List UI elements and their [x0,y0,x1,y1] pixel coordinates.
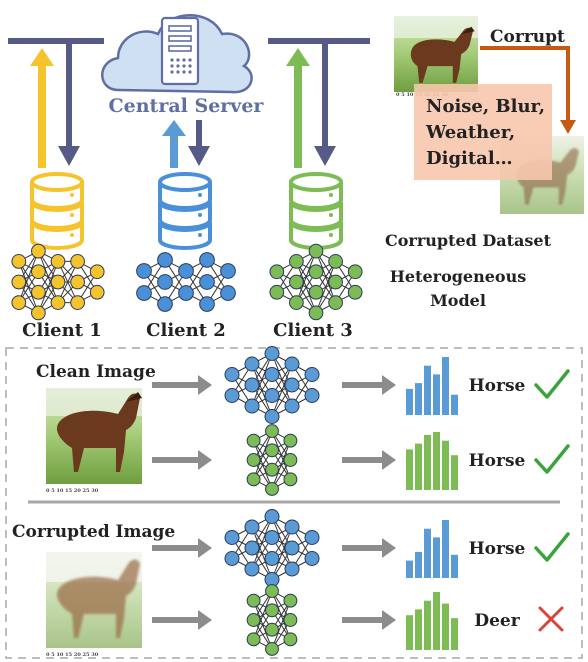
server-link-bar-right [268,38,370,44]
prediction-bar [451,455,458,490]
up-arrow-icon [286,48,310,66]
prediction-bar [415,383,422,415]
prediction-label: Horse [469,376,526,396]
horse-image-clean-small: 0 5 10 15 20 25 30 [394,16,478,98]
corrupt-label: Corrupt [490,27,565,47]
client-2-label: Client 2 [146,320,226,341]
up-arrow-icon [162,120,186,136]
heterogeneous-model-label: Heterogeneous [390,267,526,286]
prediction-bar [451,618,458,650]
corrupt-arrow [480,46,576,134]
corruption-type-line: Weather, [425,122,515,143]
client-2-database-icon [158,172,212,250]
prediction-bar [442,520,449,578]
prediction-bar [433,432,440,490]
prediction-bar [442,357,449,415]
client-1-database-icon [30,172,84,250]
evaluation-row: Horse [152,509,570,587]
prediction-bar [442,603,449,650]
evaluation-row: Horse [152,346,570,424]
check-icon [534,369,570,399]
prediction-bar [451,394,458,415]
client-1-arrows [30,44,80,168]
prediction-bars [406,357,458,415]
corruption-types-box: Noise, Blur, Weather, Digital… [414,84,552,180]
clean-horse-image: 0 5 10 15 20 25 30 [46,388,142,494]
prediction-bar [406,560,413,578]
client-2-arrows [162,120,210,168]
prediction-label: Horse [469,451,526,471]
prediction-bars [406,592,458,650]
prediction-label: Deer [474,611,520,631]
prediction-bar [406,615,413,650]
client-1-network-icon [11,243,105,321]
svg-text:0 5 10 15 20 25 30: 0 5 10 15 20 25 30 [46,652,99,658]
prediction-bar [406,449,413,490]
model-network-icon [246,424,298,496]
client-1-label: Client 1 [22,320,102,341]
server-icon [160,16,200,86]
client-3-database-icon [289,172,343,250]
prediction-bar [451,554,458,578]
client-3-arrows [286,44,336,168]
model-network-icon [224,346,320,424]
prediction-bar [415,551,422,578]
down-arrow-icon [314,146,336,166]
evaluation-row: Deer [152,584,564,656]
down-arrow-icon [188,146,210,166]
heterogeneous-model-label: Model [430,291,486,310]
prediction-bar [433,374,440,415]
cross-icon [538,606,564,632]
corruption-type-line: Digital… [426,148,513,169]
prediction-bars [406,432,458,490]
prediction-bar [424,434,431,490]
check-icon [534,444,570,474]
down-arrow-icon [560,120,576,134]
prediction-bar [424,365,431,415]
prediction-bar [433,592,440,650]
client-3-network-icon [269,243,363,321]
svg-text:0 5 10 15 20 25 30: 0 5 10 15 20 25 30 [46,488,99,494]
prediction-bar [424,528,431,578]
central-server: Central Server [101,14,265,117]
client-2-network-icon [136,252,236,312]
corrupted-dataset-label: Corrupted Dataset [385,231,552,250]
down-arrow-icon [58,146,80,166]
evaluation-panel [5,347,583,659]
evaluation-row: Horse [152,424,570,496]
prediction-bars [406,520,458,578]
prediction-bar [415,609,422,650]
client-3-label: Client 3 [273,320,353,341]
prediction-bar [406,388,413,415]
server-link-bar-left [8,38,104,44]
corrupted-horse-image: 0 5 10 15 20 25 30 [46,552,142,658]
corrupted-image-title: Corrupted Image [12,522,175,542]
model-network-icon [224,509,320,587]
prediction-bar [433,537,440,578]
prediction-label: Horse [469,539,526,559]
model-network-icon [246,584,298,656]
up-arrow-icon [30,48,54,66]
corruption-type-line: Noise, Blur, [426,96,545,117]
server-label: Central Server [109,95,265,117]
check-icon [534,532,570,562]
prediction-bar [442,440,449,490]
prediction-bar [415,443,422,490]
clean-image-title: Clean Image [36,362,156,382]
prediction-bar [424,600,431,650]
